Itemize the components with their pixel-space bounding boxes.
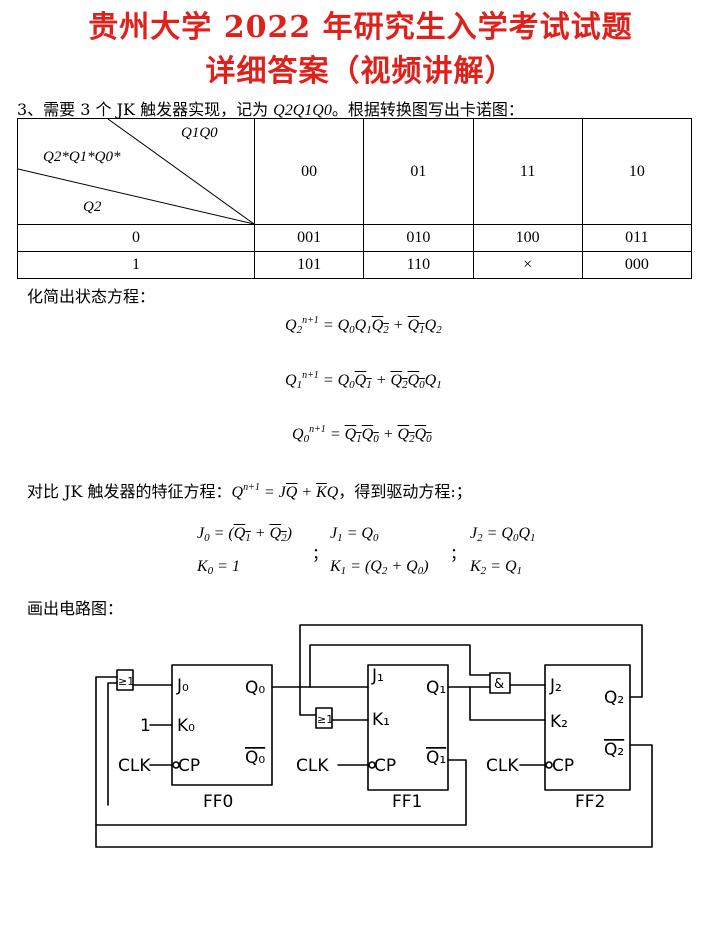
kmap-col-header: 11 — [472, 118, 583, 225]
ff1-j-label: J₁ — [371, 666, 384, 686]
ff1-name: FF1 — [392, 792, 422, 812]
kmap-cell: 101 — [253, 251, 365, 279]
ff0-name: FF0 — [203, 792, 233, 812]
page-subtitle: 详细答案（视频讲解） — [205, 54, 516, 89]
kmap-col-header: 01 — [363, 118, 474, 225]
intro-vars: Q2Q1Q0 — [273, 102, 332, 119]
intro-suffix: 。根据转换图写出卡诺图： — [331, 100, 524, 119]
kmap-row-label: 1 — [17, 251, 255, 279]
ff1-cp-label: CP — [374, 756, 396, 776]
state-equation-q1: Q1n+1 = Q0Q1 + Q2Q0Q1 — [285, 370, 442, 391]
circuit-diagram: J₀ K₀ CP Q₀ Q₀ 1 CLK FF0 J₁ K₁ CP Q₁ Q₁ … — [95, 624, 653, 848]
drive-equation-j1: J1 = Q0 — [330, 525, 379, 544]
kmap-diagonal-lines — [18, 119, 254, 224]
drive-separator: ； — [312, 546, 329, 563]
compare-line: 对比 JK 触发器的特征方程：Qn+1 = JQ + KQ，得到驱动方程:； — [27, 478, 472, 502]
ff2-q-label: Q₂ — [604, 688, 624, 708]
kmap-row-label: 0 — [17, 224, 255, 252]
ff2-qbar-label: Q₂ — [604, 740, 624, 760]
drive-separator: ； — [450, 546, 467, 563]
simplify-label: 化简出状态方程： — [27, 287, 156, 306]
ff0-q-label: Q₀ — [245, 678, 265, 698]
kmap-state-var: Q2*Q1*Q0* — [43, 149, 121, 165]
kmap-cell: 100 — [472, 224, 583, 252]
compare-suffix: ，得到驱动方程:； — [338, 482, 472, 501]
ff0-k-label: K₀ — [177, 716, 195, 736]
karnaugh-map: Q1Q0 Q2*Q1*Q0* Q2 00 01 11 10 0 001 010 … — [17, 118, 693, 279]
ff1-box — [367, 664, 449, 791]
kmap-row-var: Q2 — [83, 199, 102, 215]
and-gate — [489, 672, 511, 694]
ff0-j-label: J₀ — [176, 676, 189, 696]
kmap-cell: 000 — [581, 251, 693, 279]
drive-equation-k1: K1 = (Q2 + Q0) — [330, 558, 429, 577]
state-equation-q2: Q2n+1 = Q0Q1Q2 + Q1Q2 — [285, 315, 442, 336]
ff0-clk-label: CLK — [118, 756, 151, 776]
intro-prefix: 3、需要 3 个 JK 触发器实现，记为 — [17, 100, 274, 119]
or-gate-ff1-label: ≥1 — [317, 713, 333, 726]
or-gate-ff0 — [116, 669, 134, 691]
ff2-j-label: J₂ — [549, 676, 562, 696]
or-gate-ff0-label: ≥1 — [118, 675, 134, 688]
and-gate-label: & — [494, 677, 504, 692]
ff1-clk-label: CLK — [296, 756, 329, 776]
kmap-cell: 110 — [363, 251, 474, 279]
ff0-cp-label: CP — [178, 756, 200, 776]
question-intro: 3、需要 3 个 JK 触发器实现，记为 Q2Q1Q0。根据转换图写出卡诺图： — [17, 96, 524, 120]
draw-label: 画出电路图： — [27, 599, 124, 618]
ff1-k-label: K₁ — [372, 710, 390, 730]
kmap-row: 0 001 010 100 011 — [17, 224, 693, 252]
ff0-one-label: 1 — [140, 716, 151, 736]
kmap-header-row: Q1Q0 Q2*Q1*Q0* Q2 00 01 11 10 — [17, 118, 693, 225]
kmap-cell: 011 — [581, 224, 693, 252]
kmap-col-var: Q1Q0 — [181, 125, 218, 141]
drive-equation-j2: J2 = Q0Q1 — [470, 525, 536, 544]
kmap-cell: 010 — [363, 224, 474, 252]
kmap-col-header: 10 — [581, 118, 693, 225]
ff2-name: FF2 — [575, 792, 605, 812]
state-equation-q0: Q0n+1 = Q1Q0 + Q2Q0 — [292, 424, 432, 445]
ff2-box — [544, 664, 631, 791]
page-title: 贵州大学 2022 年研究生入学考试试题 — [88, 10, 633, 45]
kmap-cell: × — [472, 251, 583, 279]
drive-equation-k2: K2 = Q1 — [470, 558, 523, 577]
kmap-col-header: 00 — [253, 118, 365, 225]
compare-prefix: 对比 JK 触发器的特征方程： — [27, 482, 232, 501]
ff1-q-label: Q₁ — [426, 678, 446, 698]
jk-characteristic-equation: Qn+1 = JQ + KQ — [231, 482, 339, 501]
or-gate-ff1 — [315, 707, 333, 729]
ff1-qbar-label: Q₁ — [426, 748, 446, 768]
ff2-cp-label: CP — [552, 756, 574, 776]
kmap-corner-cell: Q1Q0 Q2*Q1*Q0* Q2 — [17, 118, 255, 225]
drive-equation-k0: K0 = 1 — [197, 558, 240, 577]
kmap-cell: 001 — [253, 224, 365, 252]
ff0-qbar-label: Q₀ — [245, 748, 265, 768]
drive-equation-j0: J0 = (Q1 + Q2) — [197, 525, 292, 544]
kmap-row: 1 101 110 × 000 — [17, 251, 693, 279]
ff2-clk-label: CLK — [486, 756, 519, 776]
ff2-k-label: K₂ — [550, 712, 568, 732]
